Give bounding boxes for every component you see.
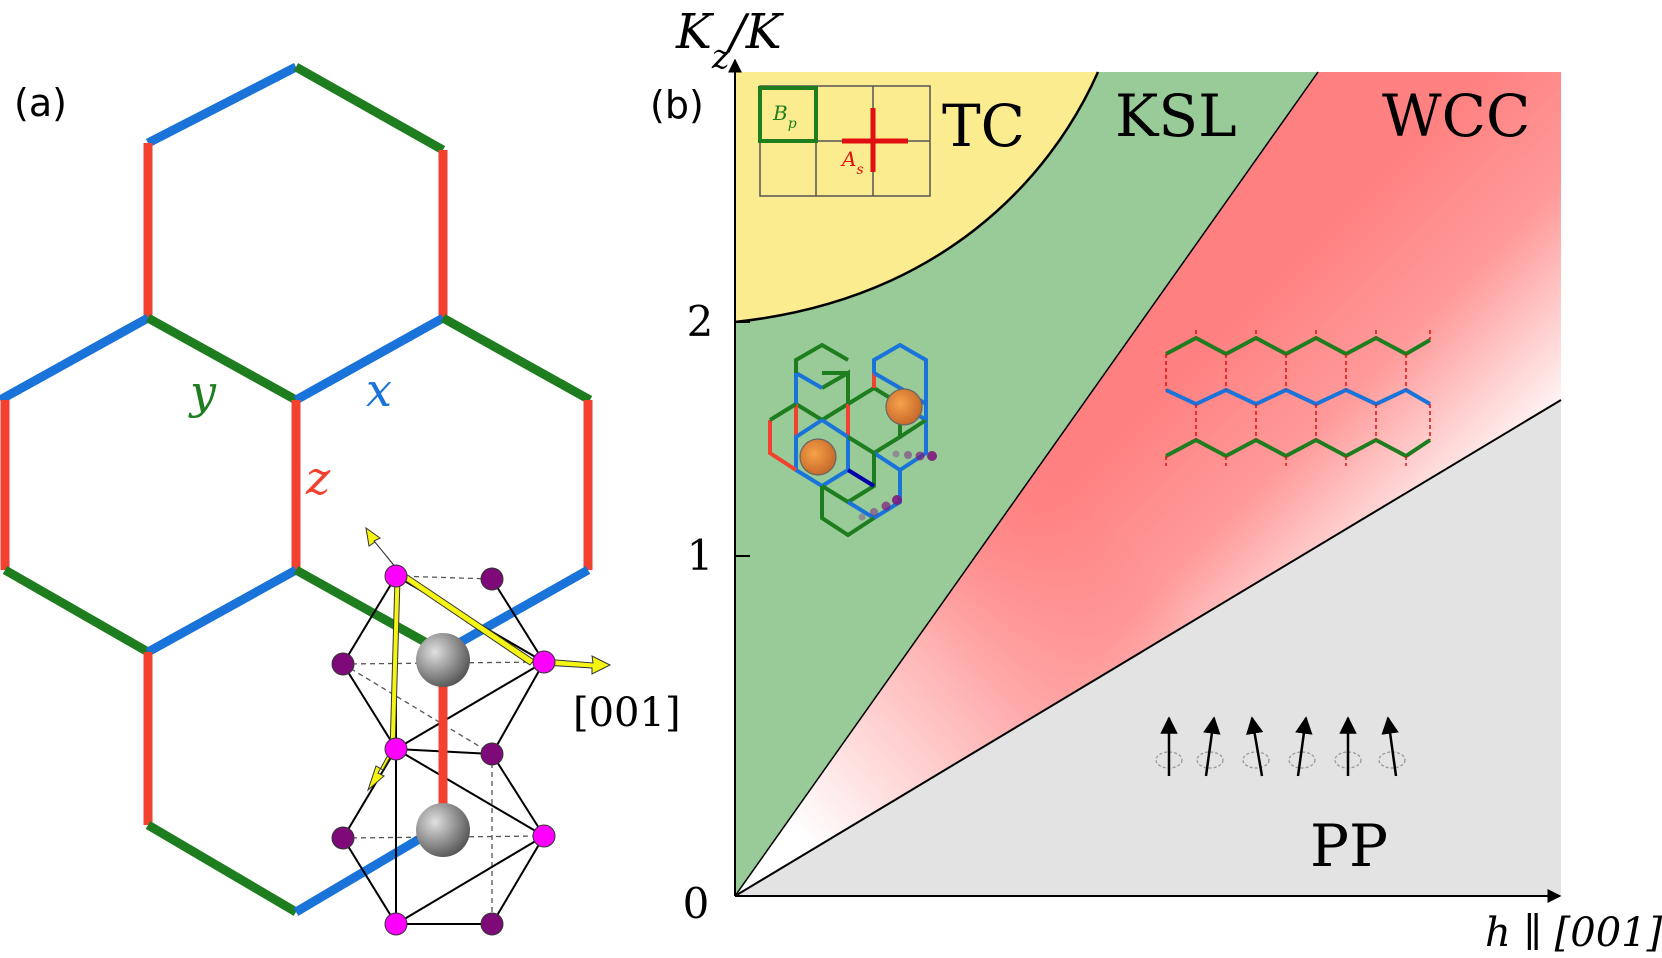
tick-label-1: 1: [687, 531, 714, 580]
wcc-pp-boundary: [734, 399, 1562, 897]
direction-label: [001]: [573, 690, 681, 736]
phase-label-wcc: WCC: [1382, 82, 1530, 150]
y-axis-label: Kz/K: [675, 4, 785, 76]
panel-b-label: (b): [650, 83, 704, 127]
panel-a-label: (a): [14, 81, 67, 125]
metal-ion: [416, 803, 470, 857]
ligand-atom: [480, 567, 504, 591]
x-bond-label: x: [366, 363, 392, 417]
ligand-atom: [384, 737, 408, 761]
tick-label-2: 2: [687, 297, 714, 346]
toric-code-inset: Bp As: [758, 85, 931, 197]
ksl-inset: [768, 342, 937, 538]
ligand-atom: [480, 912, 504, 936]
tc-ksl-boundary: [734, 71, 1100, 324]
ligand-atom: [331, 826, 355, 850]
x-bond: [145, 62, 299, 148]
wcc-region-fade: [735, 72, 1561, 896]
ligand-atom: [532, 824, 556, 848]
majorana-trails: [858, 450, 937, 521]
tick-label-0: 0: [683, 879, 710, 928]
octahedra-structure: [331, 526, 612, 936]
x-bond: [0, 314, 151, 404]
panel-a: (a) y x z: [0, 62, 681, 936]
honeycomb-lattice: [0, 62, 593, 916]
y-bond: [293, 566, 446, 656]
spin-arrow: [1203, 716, 1221, 777]
ksl-wcc-boundary: [734, 71, 1319, 897]
metal-ion: [416, 633, 470, 687]
spin-arrow: [1246, 716, 1264, 777]
spin-arrow: [1295, 716, 1313, 777]
ligand-atom: [384, 912, 408, 936]
phase-label-tc: TC: [942, 92, 1025, 160]
spin-arrow: [1381, 716, 1399, 777]
ligand-atom: [532, 650, 556, 674]
plaquette-label: Bp: [772, 101, 797, 132]
x-axis-label: h ∥ [001]: [1485, 910, 1662, 956]
tc-region: [735, 72, 1098, 322]
vortex: [885, 388, 923, 426]
panel-b: 0 1 2 Kz/K h ∥ [001] (b) TC KSL WCC PP B…: [650, 4, 1662, 956]
phase-label-pp: PP: [1310, 812, 1388, 880]
y-bond: [440, 314, 593, 404]
ligand-atom: [384, 564, 408, 588]
y-bond: [2, 566, 151, 656]
x-bond: [145, 566, 299, 656]
x-bond: [440, 566, 591, 656]
star-label: As: [840, 147, 864, 178]
wcc-inset: [1165, 330, 1432, 466]
ligand-atom: [480, 742, 504, 766]
y-bond: [145, 821, 299, 916]
plaquette-operator: [758, 86, 818, 143]
y-bond: [145, 314, 299, 404]
ligand-atom: [331, 652, 355, 676]
vortex: [799, 438, 837, 476]
phase-label-ksl: KSL: [1115, 82, 1237, 150]
x-bond: [293, 314, 446, 404]
y-bond: [293, 63, 446, 154]
z-bond-label: z: [305, 451, 331, 505]
y-bond-label: y: [188, 365, 217, 419]
pp-inset: [1155, 716, 1406, 777]
